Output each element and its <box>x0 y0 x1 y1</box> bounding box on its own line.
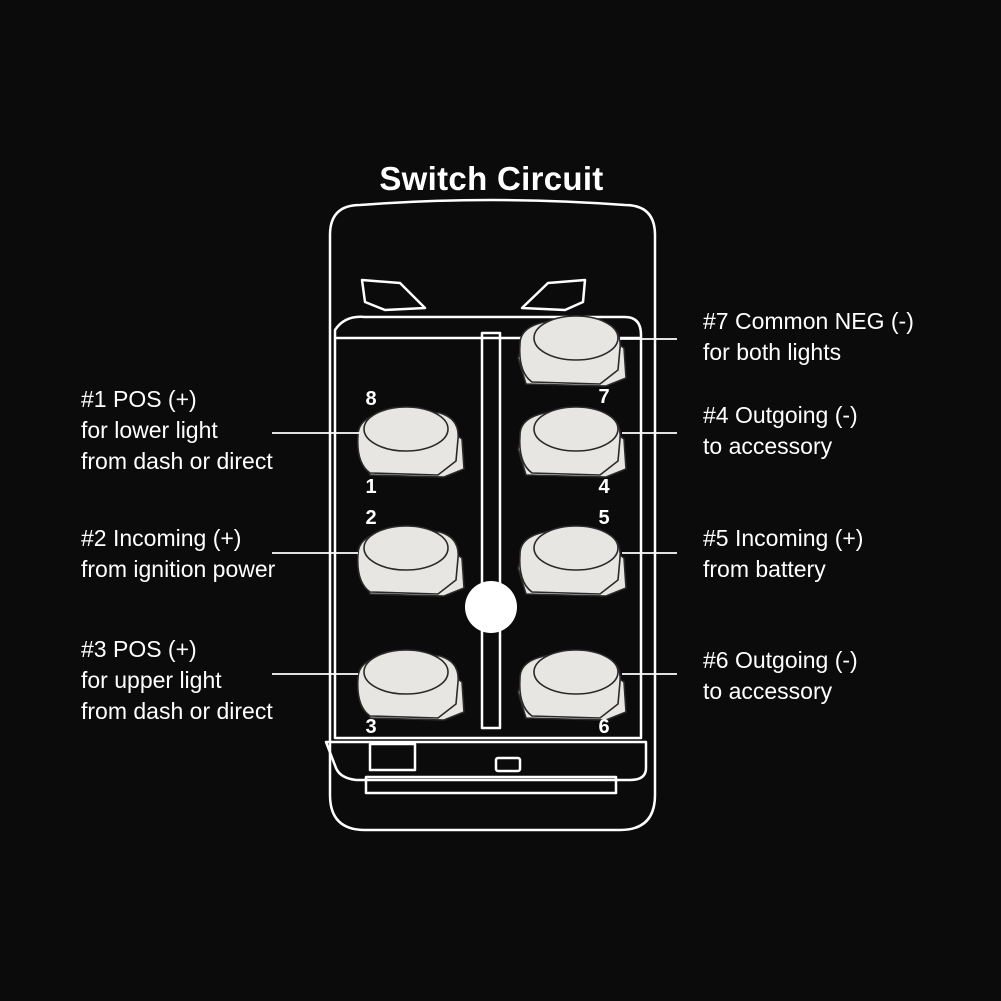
label-pin2-line1: #2 Incoming (+) <box>81 525 242 551</box>
label-pin3-line2: for upper light <box>81 667 222 693</box>
switch-housing <box>328 198 657 832</box>
label-pin3: #3 POS (+) for upper light from dash or … <box>81 634 273 727</box>
label-pin7: #7 Common NEG (-) for both lights <box>703 306 914 368</box>
terminal-3 <box>356 649 465 721</box>
rocker-wing-right <box>520 278 587 312</box>
bottom-slot-left <box>368 742 417 772</box>
terminal-4 <box>517 406 627 478</box>
label-pin6: #6 Outgoing (-) to accessory <box>703 645 858 707</box>
terminal-7 <box>517 315 627 387</box>
pin-number-5: 5 <box>598 507 610 529</box>
label-pin3-line3: from dash or direct <box>81 698 273 724</box>
label-pin1-line2: for lower light <box>81 417 218 443</box>
diagram-title: Switch Circuit <box>379 160 604 197</box>
label-pin6-line1: #6 Outgoing (-) <box>703 647 858 673</box>
center-channel <box>480 331 502 730</box>
terminal-5 <box>517 525 627 597</box>
pin-number-2: 2 <box>365 507 377 529</box>
label-pin2-line2: from ignition power <box>81 556 276 582</box>
center-light <box>465 581 517 633</box>
label-pin7-line1: #7 Common NEG (-) <box>703 308 914 334</box>
pin-number-8: 8 <box>365 388 377 410</box>
label-pin4-line2: to accessory <box>703 433 833 459</box>
terminal-2 <box>356 525 465 597</box>
pin-number-3: 3 <box>365 716 377 738</box>
bottom-slot-small <box>494 756 522 773</box>
label-pin5-line2: from battery <box>703 556 826 582</box>
label-pin1-line3: from dash or direct <box>81 448 273 474</box>
label-pin2: #2 Incoming (+) from ignition power <box>81 523 275 585</box>
label-pin1-line1: #1 POS (+) <box>81 386 197 412</box>
label-pin1: #1 POS (+) for lower light from dash or … <box>81 384 273 477</box>
label-pin6-line2: to accessory <box>703 678 833 704</box>
pin-number-4: 4 <box>598 476 610 498</box>
bottom-bar <box>364 775 618 795</box>
inner-panel <box>333 315 643 740</box>
terminal-6 <box>517 649 627 721</box>
label-pin3-line1: #3 POS (+) <box>81 636 197 662</box>
pin-number-6: 6 <box>598 716 610 738</box>
bottom-tab <box>324 740 648 782</box>
label-pin4: #4 Outgoing (-) to accessory <box>703 400 858 462</box>
label-pin5-line1: #5 Incoming (+) <box>703 525 864 551</box>
terminal-8 <box>356 406 465 478</box>
label-pin4-line1: #4 Outgoing (-) <box>703 402 858 428</box>
label-pin5: #5 Incoming (+) from battery <box>703 523 863 585</box>
pin-number-1: 1 <box>365 476 377 498</box>
rocker-wing-left <box>360 278 427 312</box>
label-pin7-line2: for both lights <box>703 339 842 365</box>
pin-number-7: 7 <box>598 386 610 408</box>
